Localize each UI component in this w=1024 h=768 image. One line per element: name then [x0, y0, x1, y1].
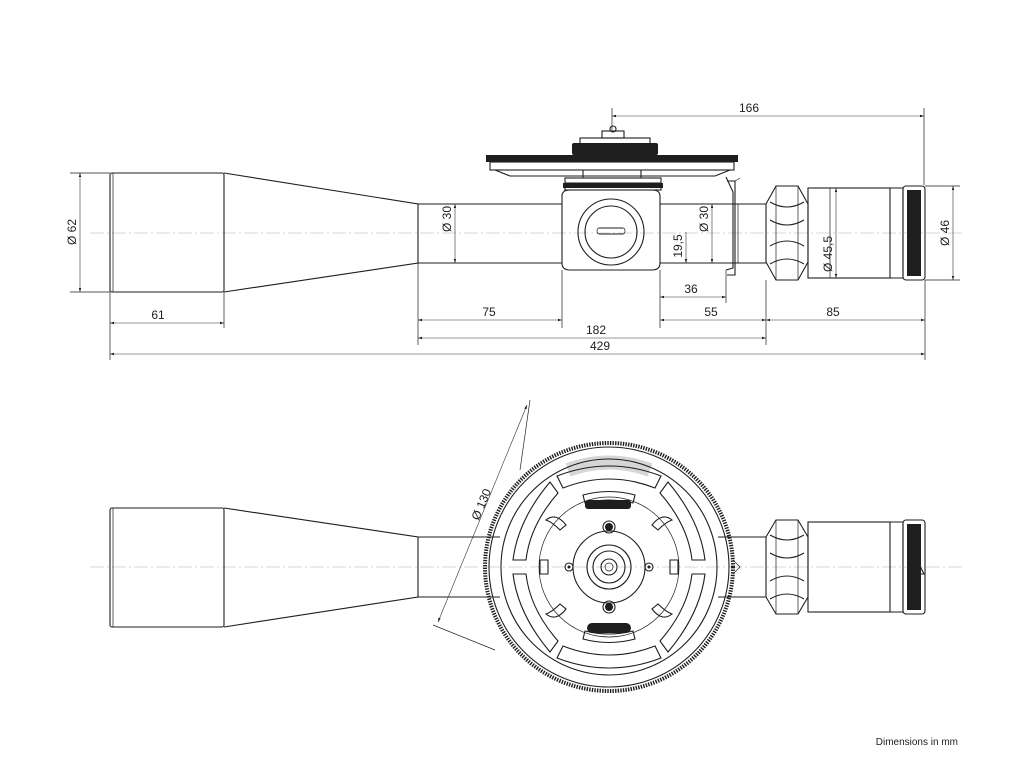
- side-dimensions: [70, 108, 960, 360]
- units-note: Dimensions in mm: [875, 737, 958, 748]
- power-ring-top: [765, 519, 809, 615]
- dim-dia-130: Ø 130: [468, 486, 494, 522]
- top-view: Ø 130: [90, 399, 965, 693]
- dim-dia-45-5: Ø 45,5: [821, 236, 835, 272]
- dim-dia-46: Ø 46: [938, 220, 952, 246]
- turret-dial-side: [486, 125, 738, 177]
- dial-marker-top: [585, 500, 631, 509]
- dim-182: 182: [586, 323, 606, 337]
- eyepiece: [807, 185, 926, 281]
- triangle-marker-icon: [911, 560, 925, 575]
- rear-tube: [660, 176, 766, 276]
- turret-housing: [561, 170, 663, 271]
- dim-19-5: 19,5: [671, 234, 685, 258]
- top-dimensions: Ø 130: [432, 399, 531, 651]
- dial-marker-bottom: [587, 623, 631, 633]
- dim-429: 429: [590, 339, 610, 353]
- objective-bell: [109, 172, 419, 293]
- dim-36: 36: [684, 282, 698, 296]
- dim-61: 61: [151, 308, 165, 322]
- rear-tube-top: [718, 536, 766, 598]
- main-tube: [417, 203, 562, 264]
- dim-85: 85: [826, 305, 840, 319]
- eyepiece-top: [807, 519, 926, 615]
- objective-bell-top: [109, 507, 500, 628]
- dim-dia-30-right: Ø 30: [697, 206, 711, 232]
- dim-dia-30-left: Ø 30: [440, 206, 454, 232]
- side-view: 166 Ø 62 Ø 30 Ø 30 19,5 Ø 45,5 Ø 46 61 7…: [65, 101, 965, 360]
- side-dimension-labels: 166 Ø 62 Ø 30 Ø 30 19,5 Ø 45,5 Ø 46 61 7…: [65, 101, 952, 353]
- dim-75: 75: [482, 305, 496, 319]
- dial-slots: [565, 455, 653, 477]
- dim-dia-62: Ø 62: [65, 219, 79, 245]
- dim-166: 166: [739, 101, 759, 115]
- dim-55: 55: [704, 305, 718, 319]
